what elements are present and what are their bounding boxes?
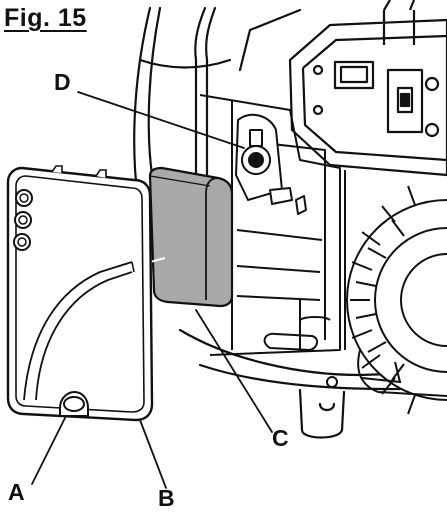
leader-line-b	[139, 419, 167, 489]
callout-label-a: A	[8, 479, 25, 505]
engine-flywheel	[346, 185, 447, 415]
callout-leader-lines	[31, 91, 273, 489]
leader-line-d	[77, 91, 245, 149]
air-filter-cover	[6, 165, 154, 422]
callout-label-c: C	[272, 425, 289, 451]
air-intake-assembly	[235, 113, 307, 215]
callout-label-b: B	[158, 485, 175, 511]
leader-line-a	[31, 415, 67, 485]
leader-line-c	[195, 309, 273, 433]
figure-title: Fig. 15	[4, 4, 87, 32]
cover-latch-knob	[59, 390, 89, 417]
callout-label-d: D	[54, 69, 71, 95]
control-panel	[288, 0, 447, 177]
engine-housing-lower	[326, 349, 447, 397]
air-filter-element	[148, 166, 234, 308]
